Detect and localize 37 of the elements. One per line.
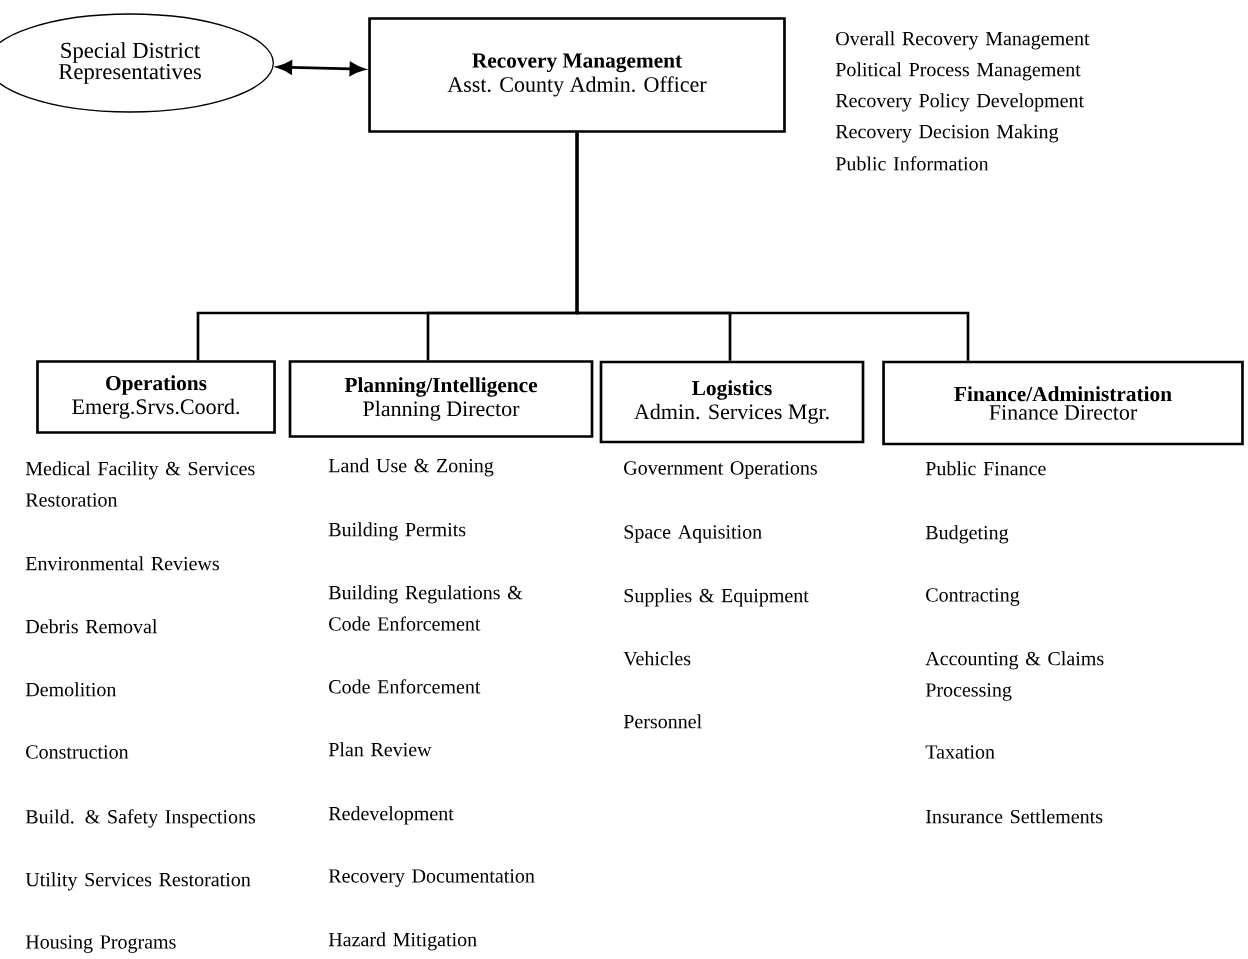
item-label: Personnel (623, 714, 702, 729)
item-label: Contracting (926, 588, 1020, 606)
item-label: Recovery Documentation (328, 869, 535, 887)
item-label: Debris Removal (25, 619, 158, 634)
item-label: Land Use & Zoning (328, 458, 494, 477)
item-label: Demolition (25, 682, 117, 697)
item-label: Supplies & Equipment (624, 588, 809, 607)
item-label: Code Enforcement (329, 679, 481, 694)
item-label: Political Process Management (835, 62, 1081, 81)
item-label: Government Operations (624, 461, 817, 479)
item-label: Building Regulations & Code Enforcement (328, 585, 523, 631)
item-label: Taxation (925, 745, 995, 759)
item-label: Insurance Settlements (926, 809, 1103, 824)
item-label: Recovery Decision Making (835, 124, 1059, 143)
item-label: Accounting & Claims Processing (925, 651, 1104, 701)
item-label: Budgeting (925, 525, 1009, 544)
department-box: Operations Emerg.Srvs.Coord. (36, 360, 276, 434)
item-label: Vehicles (623, 651, 691, 666)
item-label: Medical Facility & Services Restoration (25, 461, 255, 507)
item-label: Recovery Policy Development (835, 93, 1084, 112)
item-label: Hazard Mitigation (328, 932, 477, 951)
item-label: Redevelopment (328, 806, 454, 825)
item-label: Plan Review (328, 742, 432, 757)
department-box: Planning/Intelligence Planning Director (288, 360, 594, 438)
item-label: Housing Programs (25, 935, 176, 953)
item-label: Build. & Safety Inspections (25, 809, 256, 828)
item-label: Utility Services Restoration (25, 872, 251, 891)
connector-line (575, 132, 970, 361)
item-label: Space Aquisition (624, 525, 762, 543)
item-label: Public Information (835, 156, 989, 171)
item-label: Overall Recovery Management (836, 31, 1090, 50)
department-box: Finance/Administration Finance Director (882, 360, 1244, 446)
title-box: Recovery Management Asst. County Admin. Officer (368, 17, 786, 133)
item-label: Environmental Reviews (25, 556, 219, 571)
department-box: Logistics Admin. Services Mgr. (599, 360, 865, 444)
item-label: Building Permits (328, 522, 466, 541)
item-label: Construction (26, 745, 129, 759)
